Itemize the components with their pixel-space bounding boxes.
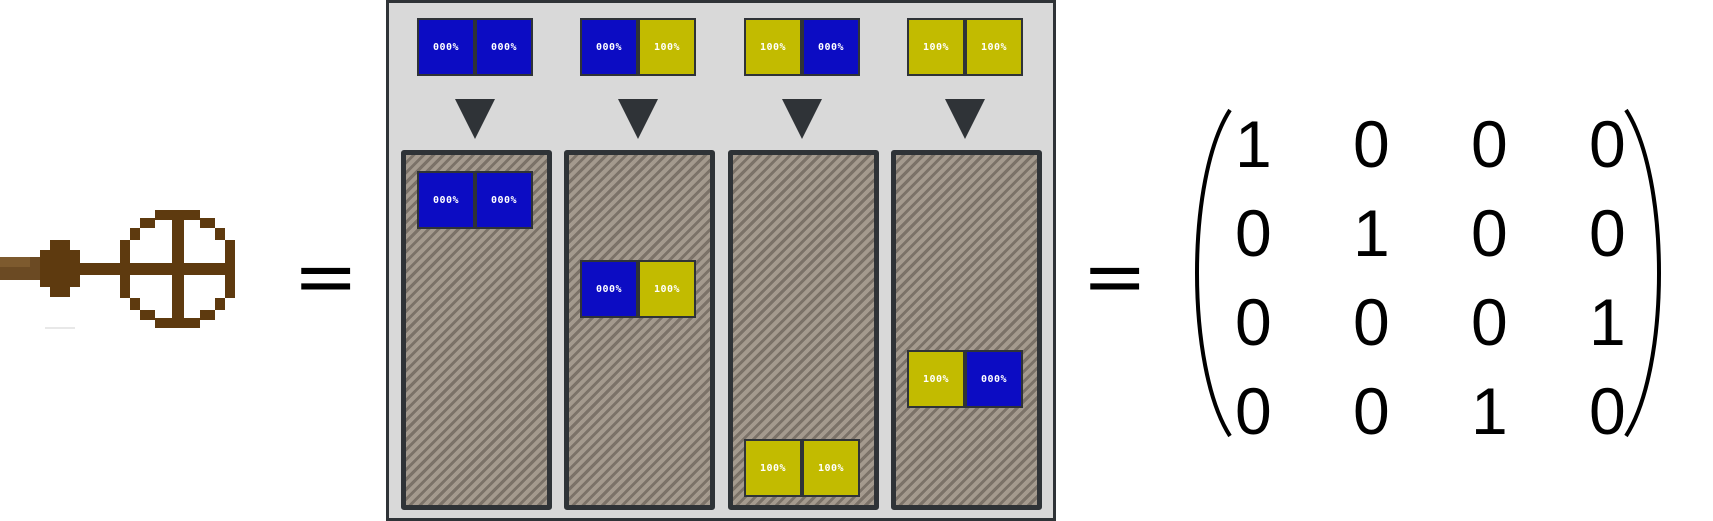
cnot-gate-icon — [0, 210, 235, 329]
matrix-cell-r0-c1: 0 — [1353, 107, 1390, 181]
matrix-cell-r1-c1: 1 — [1353, 196, 1390, 270]
permutation-matrix: 1 0 0 0 0 1 0 0 0 0 0 1 0 0 1 0 — [1225, 100, 1697, 456]
matrix-cell-r0-c2: 0 — [1471, 107, 1508, 181]
matrix-cell-r3-c3: 0 — [1589, 374, 1626, 448]
down-arrow-icon — [782, 99, 822, 139]
output-state-2-qubit-0: 100% — [744, 439, 802, 497]
input-state-1: 000%100% — [580, 18, 696, 76]
input-state-0: 000%000% — [417, 18, 533, 76]
output-column-1: 000%100% — [564, 150, 715, 510]
left-parenthesis — [1195, 108, 1232, 438]
matrix-cell-r2-c2: 0 — [1471, 285, 1508, 359]
output-state-1-qubit-0: 000% — [580, 260, 638, 318]
matrix-cell-r2-c3: 1 — [1589, 285, 1626, 359]
output-state-0-qubit-0: 000% — [417, 171, 475, 229]
output-state-3-qubit-1: 000% — [965, 350, 1023, 408]
output-state-3-qubit-0: 100% — [907, 350, 965, 408]
matrix-cell-r1-c0: 0 — [1235, 196, 1272, 270]
output-column-3: 100%000% — [891, 150, 1042, 510]
output-column-2: 100%100% — [728, 150, 879, 510]
equals-sign-2: = — [1082, 232, 1148, 322]
input-state-0-qubit-0: 000% — [417, 18, 475, 76]
output-state-0-qubit-1: 000% — [475, 171, 533, 229]
matrix-cell-r0-c0: 1 — [1235, 107, 1272, 181]
right-parenthesis — [1624, 108, 1661, 438]
matrix-cell-r1-c2: 0 — [1471, 196, 1508, 270]
down-arrow-icon — [618, 99, 658, 139]
down-arrow-icon — [945, 99, 985, 139]
input-state-2-qubit-1: 000% — [802, 18, 860, 76]
input-state-3: 100%100% — [907, 18, 1023, 76]
input-state-1-qubit-0: 000% — [580, 18, 638, 76]
input-state-0-qubit-1: 000% — [475, 18, 533, 76]
matrix-cell-r0-c3: 0 — [1589, 107, 1626, 181]
output-state-0: 000%000% — [417, 171, 533, 229]
output-state-1-qubit-1: 100% — [638, 260, 696, 318]
equals-sign: = — [293, 232, 359, 322]
input-state-1-qubit-1: 100% — [638, 18, 696, 76]
input-state-3-qubit-0: 100% — [907, 18, 965, 76]
output-column-0: 000%000% — [401, 150, 552, 510]
matrix-cell-r3-c1: 0 — [1353, 374, 1390, 448]
matrix-cell-r2-c1: 0 — [1353, 285, 1390, 359]
output-state-1: 000%100% — [580, 260, 696, 318]
output-state-2: 100%100% — [744, 439, 860, 497]
input-state-2: 100%000% — [744, 18, 860, 76]
input-state-2-qubit-0: 100% — [744, 18, 802, 76]
output-state-2-qubit-1: 100% — [802, 439, 860, 497]
matrix-cell-r3-c0: 0 — [1235, 374, 1272, 448]
input-state-3-qubit-1: 100% — [965, 18, 1023, 76]
output-state-3: 100%000% — [907, 350, 1023, 408]
matrix-cell-r1-c3: 0 — [1589, 196, 1626, 270]
matrix-cell-r3-c2: 1 — [1471, 374, 1508, 448]
matrix-cell-r2-c0: 0 — [1235, 285, 1272, 359]
down-arrow-icon — [455, 99, 495, 139]
state-transition-panel: 000%000%000%000%000%100%000%100%100%000%… — [386, 0, 1056, 521]
